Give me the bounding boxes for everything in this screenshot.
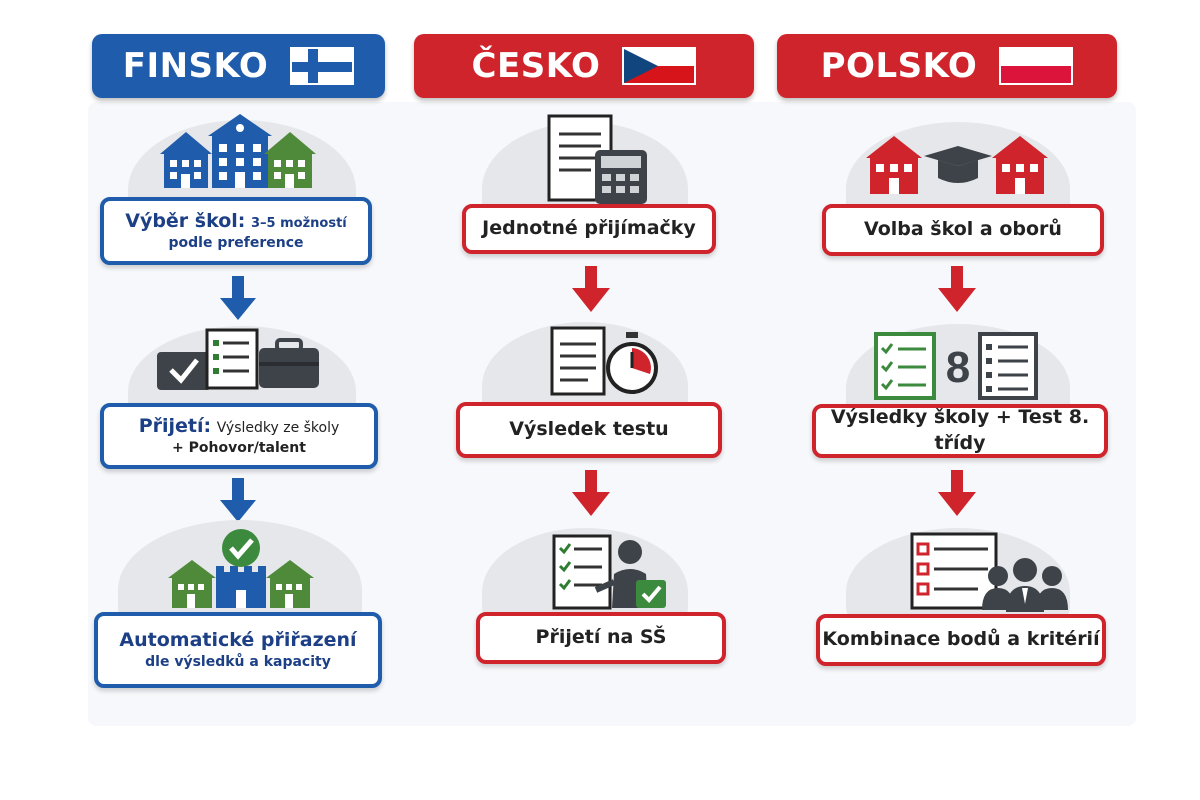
header-finland-title: FINSKO (122, 46, 269, 86)
finland-arrow-2 (220, 478, 256, 522)
finland-step2-title: Přijetí: (138, 414, 212, 437)
czech-step2-card: Výsledek testu (456, 402, 722, 458)
finland-step3-title: Automatické přiřazení (119, 628, 357, 651)
poland-step1-title: Volba škol a oborů (864, 218, 1062, 241)
finland-step3-card: Automatické přiřazení dle výsledků a kap… (94, 612, 382, 688)
czech-flag-icon (622, 47, 697, 85)
poland-step2-card: Výsledky školy + Test 8. třídy (812, 404, 1108, 458)
poland-arrow-1 (938, 266, 976, 312)
poland-step3-title: Kombinace bodů a kritérií (822, 628, 1100, 651)
finland-arrow-1 (220, 276, 256, 320)
checklist-eight-icon: 8 (874, 332, 1038, 400)
documents-briefcase-icon (157, 328, 319, 390)
finland-step2-card: Přijetí: Výsledky ze školy + Pohovor/tal… (100, 403, 378, 469)
finland-step3-subtitle: dle výsledků a kapacity (145, 654, 331, 671)
finland-step2-detail: Výsledky ze školy (216, 419, 340, 436)
finland-step1-title: Výběr škol: (125, 209, 246, 232)
finland-step1-detail: 3–5 možností (250, 215, 347, 231)
czech-step3-title: Přijetí na SŠ (535, 626, 667, 649)
school-checkmark-icon (168, 529, 314, 608)
school-buildings-icon (160, 114, 316, 188)
checklist-people-icon (910, 532, 1068, 612)
header-poland-title: POLSKO (820, 46, 978, 86)
finland-step1-subtitle: podle preference (168, 235, 304, 252)
checklist-person-icon (552, 534, 666, 610)
finland-step1-card: Výběr škol: 3–5 možností podle preferenc… (100, 197, 372, 265)
poland-step1-card: Volba škol a oborů (822, 204, 1104, 256)
finland-flag-icon (290, 47, 355, 85)
poland-arrow-2 (938, 470, 976, 516)
czech-step1-card: Jednotné přijímačky (462, 204, 716, 254)
czech-step3-card: Přijetí na SŠ (476, 612, 726, 664)
czech-step2-title: Výsledek testu (509, 418, 669, 441)
schools-graduation-cap-icon (866, 136, 1048, 194)
header-poland: POLSKO (777, 34, 1117, 98)
document-calculator-icon (547, 114, 647, 204)
czech-arrow-2 (572, 470, 610, 516)
finland-step2-subtitle: + Pohovor/talent (172, 440, 306, 457)
czech-step1-title: Jednotné přijímačky (482, 217, 696, 240)
header-czech-title: ČESKO (471, 46, 601, 86)
czech-arrow-1 (572, 266, 610, 312)
poland-step2-title: Výsledky školy + Test 8. třídy (830, 406, 1090, 454)
header-finland: FINSKO (92, 34, 385, 98)
poland-flag-icon (999, 47, 1074, 85)
checklist-eight-label: 8 (946, 343, 970, 392)
poland-step3-card: Kombinace bodů a kritérií (816, 614, 1106, 666)
document-stopwatch-icon (550, 326, 658, 396)
header-czech: ČESKO (414, 34, 754, 98)
